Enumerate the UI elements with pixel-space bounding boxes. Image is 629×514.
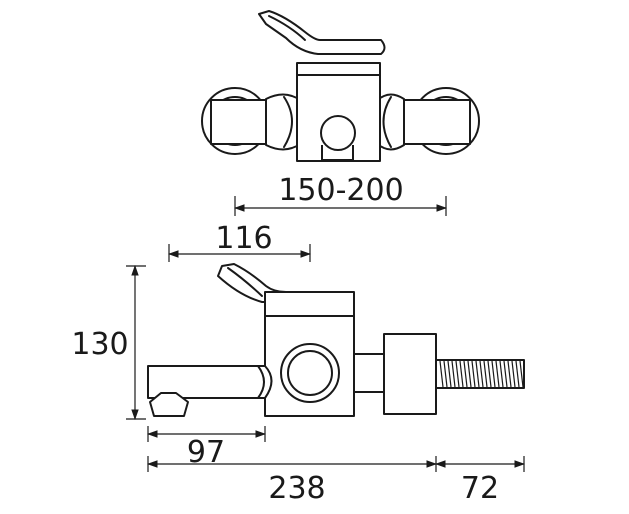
thread-line	[507, 360, 512, 388]
thread-line	[463, 360, 468, 388]
thread-line	[455, 360, 460, 388]
thread-line	[491, 360, 496, 388]
dim-height: 130	[71, 264, 146, 421]
thread-line	[439, 360, 444, 388]
thread-line	[519, 360, 524, 388]
side-threaded-tail	[435, 359, 525, 389]
thread-line	[483, 360, 488, 388]
dim-overall: 238 72	[146, 456, 526, 506]
dim-wall-centres-label: 150-200	[278, 173, 403, 208]
thread-line	[487, 360, 492, 388]
right-wall-eccentric	[379, 87, 480, 155]
thread-line	[503, 360, 508, 388]
side-valve-body	[264, 291, 355, 417]
dim-wall-centres: 150-200	[233, 173, 448, 216]
thread-line	[511, 360, 516, 388]
thread-line	[467, 360, 472, 388]
thread-line	[451, 360, 456, 388]
thread-line	[459, 360, 464, 388]
thread-line	[443, 360, 448, 388]
thread-line	[515, 360, 520, 388]
top-spout	[320, 115, 356, 161]
thread-line	[475, 360, 480, 388]
dim-handle-offset-label: 116	[215, 221, 272, 256]
thread-line	[499, 360, 504, 388]
dim-height-label: 130	[71, 327, 128, 362]
left-wall-eccentric	[201, 87, 298, 155]
thread-line	[479, 360, 484, 388]
top-view: 150-200	[201, 10, 480, 216]
side-view: 116 130 97 238 72	[71, 221, 526, 506]
thread-line	[495, 360, 500, 388]
dim-thread-length-label: 72	[461, 471, 499, 506]
dim-handle-offset: 116	[167, 221, 312, 262]
side-connector	[353, 353, 385, 393]
side-spout	[147, 365, 273, 417]
thread-line	[471, 360, 476, 388]
top-lever-handle	[258, 10, 386, 55]
dim-spout-length-label: 97	[187, 435, 225, 470]
side-wall-nut	[383, 333, 437, 415]
dim-body-length-label: 238	[268, 471, 325, 506]
thread-line	[447, 360, 452, 388]
